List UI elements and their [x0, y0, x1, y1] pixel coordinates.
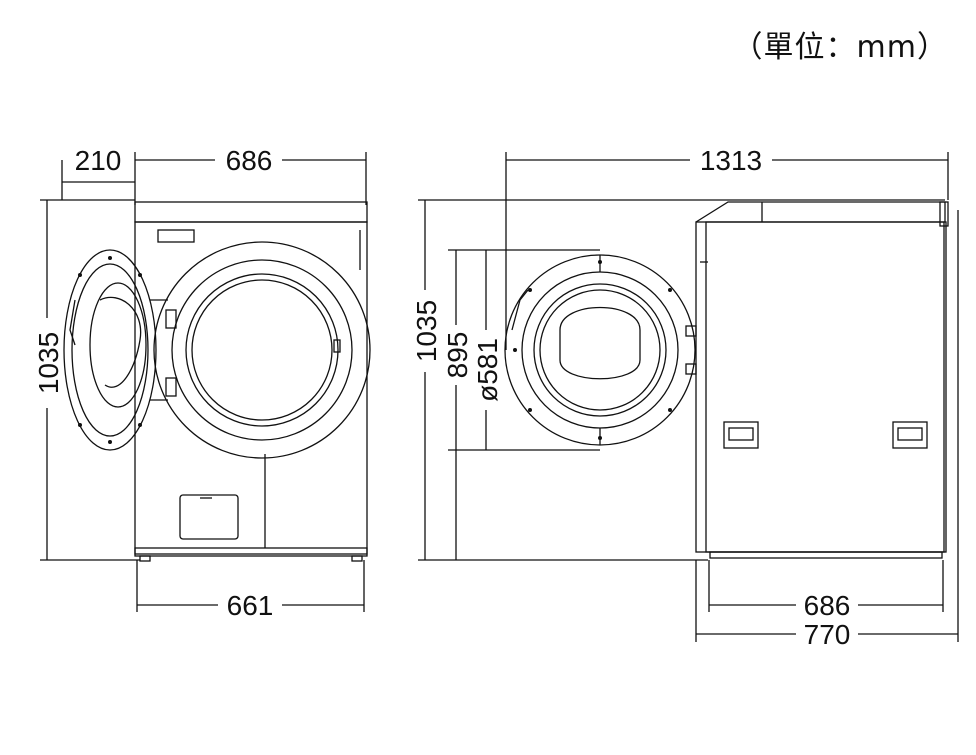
front-height-label: 1035 [33, 332, 64, 394]
front-door-offset-label: 210 [75, 145, 122, 176]
front-view-machine [63, 201, 371, 562]
unit-label: （單位：mm） [732, 30, 948, 65]
door-rivets [78, 256, 672, 444]
side-door-diameter-label: ø581 [472, 338, 503, 402]
side-view-door [504, 254, 697, 446]
front-top-width-label: 686 [226, 145, 273, 176]
side-view-body [695, 201, 949, 559]
front-dimension-lines [40, 152, 367, 612]
side-overall-depth-label: 770 [804, 619, 851, 650]
side-depth-total-label: 1313 [700, 145, 762, 176]
side-height-label: 1035 [411, 300, 442, 362]
side-door-height-label: 895 [442, 332, 473, 379]
side-dimension-lines [418, 152, 959, 642]
front-base-width-label: 661 [227, 590, 274, 621]
side-body-depth-label: 686 [804, 590, 851, 621]
